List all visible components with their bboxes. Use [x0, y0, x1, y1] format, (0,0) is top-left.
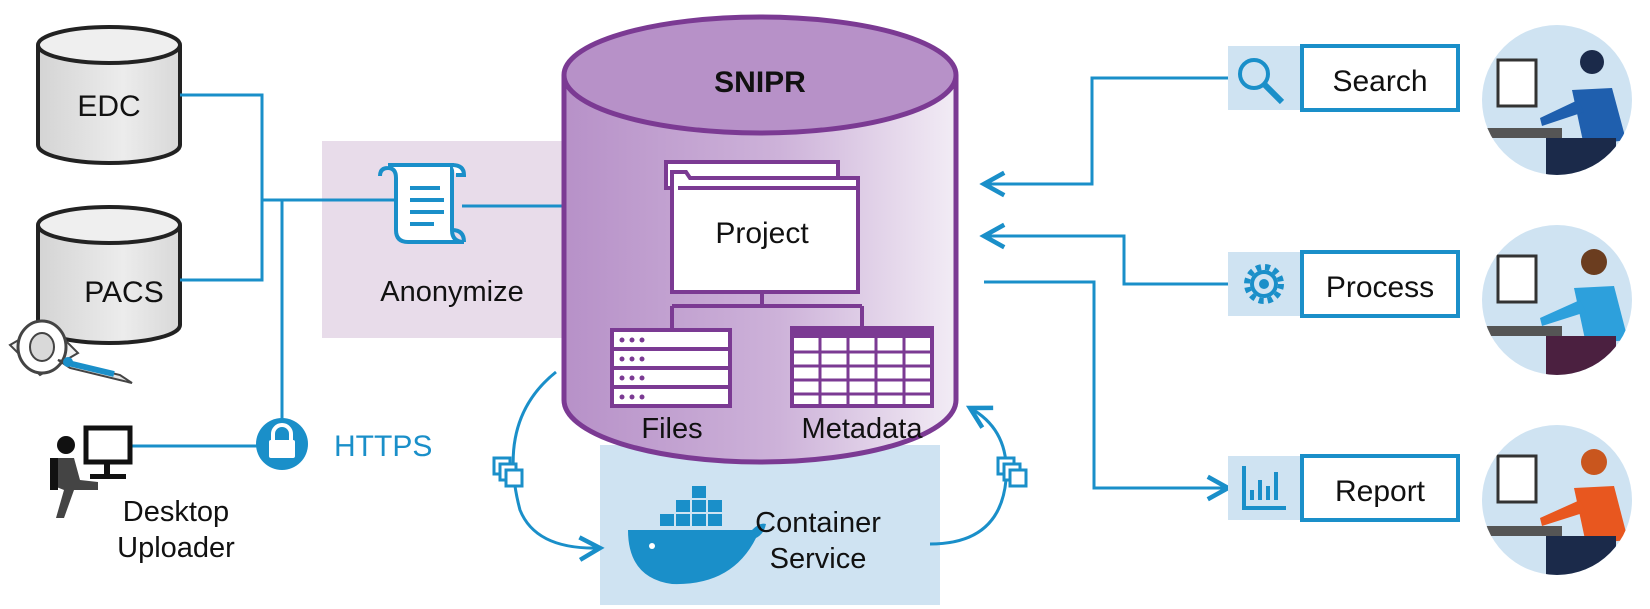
pacs-database: PACS	[36, 205, 182, 345]
lock-icon	[256, 418, 308, 470]
snipr-title: SNIPR	[714, 66, 806, 99]
project-label: Project	[715, 217, 809, 250]
pacs-label: PACS	[84, 276, 163, 309]
scroll-icon	[378, 163, 467, 244]
action-connectors	[984, 76, 1228, 488]
search-label: Search	[1332, 65, 1427, 98]
project-tree-lines	[670, 292, 864, 330]
desktop-uploader-icon	[50, 425, 133, 518]
docker-whale-icon	[628, 486, 766, 585]
container-stack-icon-right	[996, 456, 1028, 488]
metadata-label: Metadata	[802, 413, 924, 445]
bar-chart-icon	[1242, 466, 1286, 510]
user-avatar-process	[1482, 225, 1632, 375]
user-avatar-report	[1482, 425, 1632, 575]
container-label-line2: Service	[770, 543, 867, 575]
user-avatar-search	[1482, 25, 1632, 175]
anonymize-label: Anonymize	[380, 276, 523, 308]
metadata-table-icon	[790, 326, 934, 408]
search-action: Search	[1228, 44, 1460, 112]
report-action: Report	[1228, 454, 1460, 522]
process-action: Process	[1228, 250, 1460, 318]
gear-icon	[1244, 264, 1284, 304]
desktop-uploader-label-line1: Desktop	[123, 496, 229, 528]
files-icon	[610, 328, 732, 408]
edc-database: EDC	[36, 25, 182, 165]
mri-scanner-icon	[8, 319, 133, 384]
files-label: Files	[641, 413, 702, 445]
edc-label: EDC	[77, 90, 140, 123]
container-label-line1: Container	[755, 507, 881, 539]
desktop-uploader-label-line2: Uploader	[117, 532, 235, 564]
magnifier-icon	[1238, 58, 1285, 105]
https-label: HTTPS	[334, 430, 432, 463]
project-folder-icon: Project	[664, 160, 860, 294]
process-label: Process	[1326, 271, 1434, 304]
report-label: Report	[1335, 475, 1426, 508]
container-stack-icon-left	[492, 456, 524, 488]
